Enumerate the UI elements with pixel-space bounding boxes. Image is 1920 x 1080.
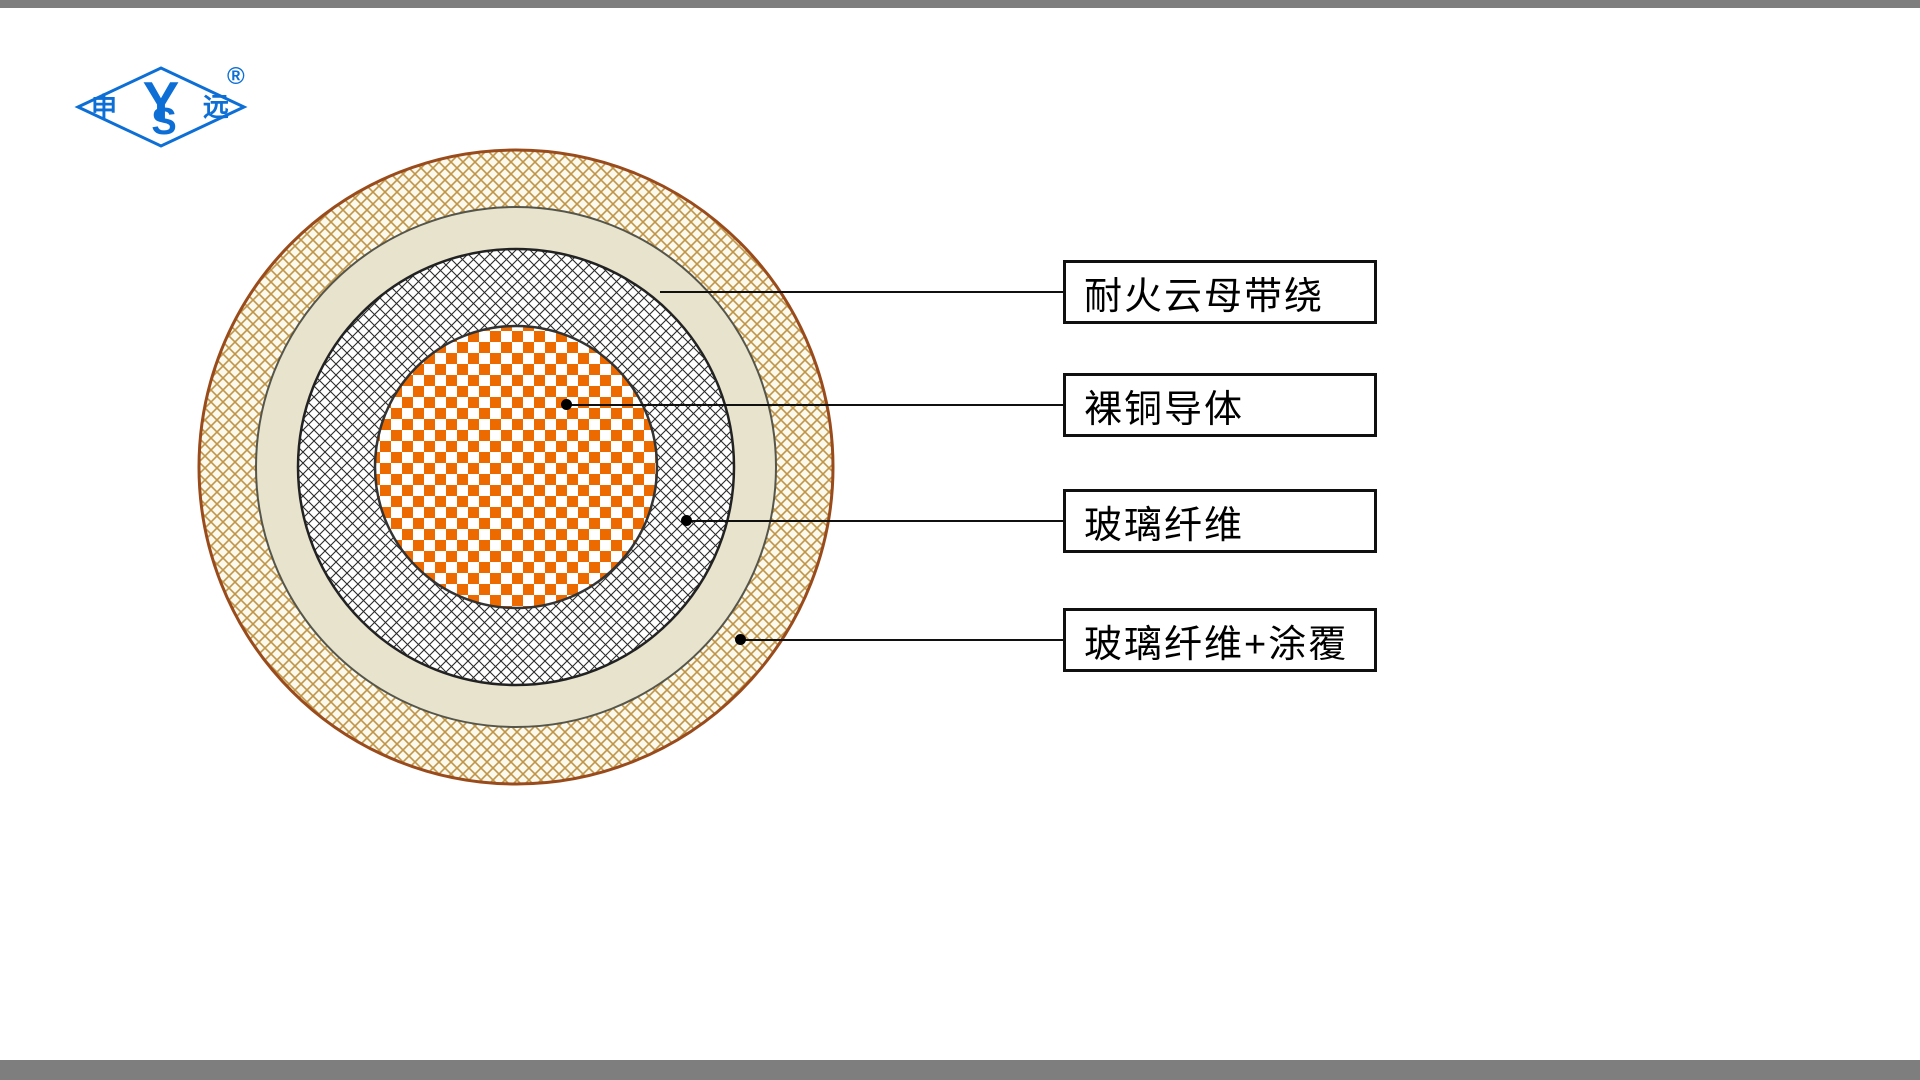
registered-trademark-icon: ® [227, 63, 245, 90]
layer-copper-conductor [373, 324, 659, 610]
leader-dot-glass-fiber-coating [735, 634, 746, 645]
leader-line-copper-conductor [567, 404, 1063, 406]
label-box-glass-fiber-coating: 玻璃纤维+涂覆 [1063, 608, 1377, 672]
label-box-copper-conductor: 裸铜导体 [1063, 373, 1377, 437]
leader-line-mica-tape [660, 291, 1063, 293]
cable-cross-section-diagram [197, 148, 835, 786]
logo-diamond-outline [74, 66, 248, 148]
logo-letter-s: S [151, 101, 176, 143]
logo-letter-y: Y [143, 70, 180, 132]
leader-dot-glass-fiber [681, 515, 692, 526]
logo-char-left: 申 [91, 92, 117, 122]
label-box-mica-tape: 耐火云母带绕 [1063, 260, 1377, 324]
logo-char-right: 远 [203, 92, 229, 122]
leader-line-glass-fiber [687, 520, 1063, 522]
leader-line-glass-fiber-coating [741, 639, 1063, 641]
top-border-bar [0, 0, 1920, 8]
leader-dot-copper-conductor [561, 399, 572, 410]
brand-logo: Y S 申 远 ® [74, 63, 248, 148]
label-box-glass-fiber: 玻璃纤维 [1063, 489, 1377, 553]
bottom-border-bar [0, 1060, 1920, 1080]
